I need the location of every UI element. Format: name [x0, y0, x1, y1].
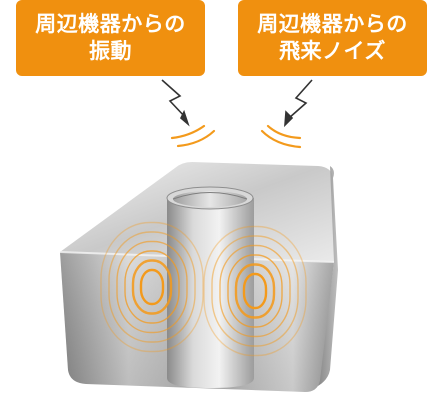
- vibration-ring: [108, 231, 196, 343]
- vibration-ring: [234, 263, 276, 319]
- vibration-ring: [139, 268, 165, 306]
- vibration-ring: [227, 254, 283, 328]
- vibration-ring: [100, 221, 204, 353]
- callout-vibration-line1: 周辺機器からの: [35, 12, 186, 36]
- vibration-ring: [203, 225, 307, 357]
- callout-noise-line1: 周辺機器からの: [257, 12, 408, 36]
- vibration-ring: [211, 235, 299, 347]
- vibration-ring: [131, 259, 173, 315]
- vibration-ring: [116, 240, 188, 334]
- callout-vibration: 周辺機器からの 振動: [16, 0, 205, 76]
- callout-noise-line2: 飛来ノイズ: [279, 39, 386, 63]
- vibration-rings: [100, 221, 307, 357]
- block-side-face: [318, 166, 338, 386]
- lightning-arrow-icon: [161, 79, 313, 128]
- vibration-ring: [124, 250, 180, 324]
- sound-wave-icon: [170, 124, 302, 149]
- vibration-ring: [242, 272, 268, 310]
- vibration-ring: [219, 244, 291, 338]
- callout-noise: 周辺機器からの 飛来ノイズ: [238, 0, 427, 76]
- cylinder-pin: [166, 186, 254, 388]
- callout-vibration-line2: 振動: [89, 39, 132, 63]
